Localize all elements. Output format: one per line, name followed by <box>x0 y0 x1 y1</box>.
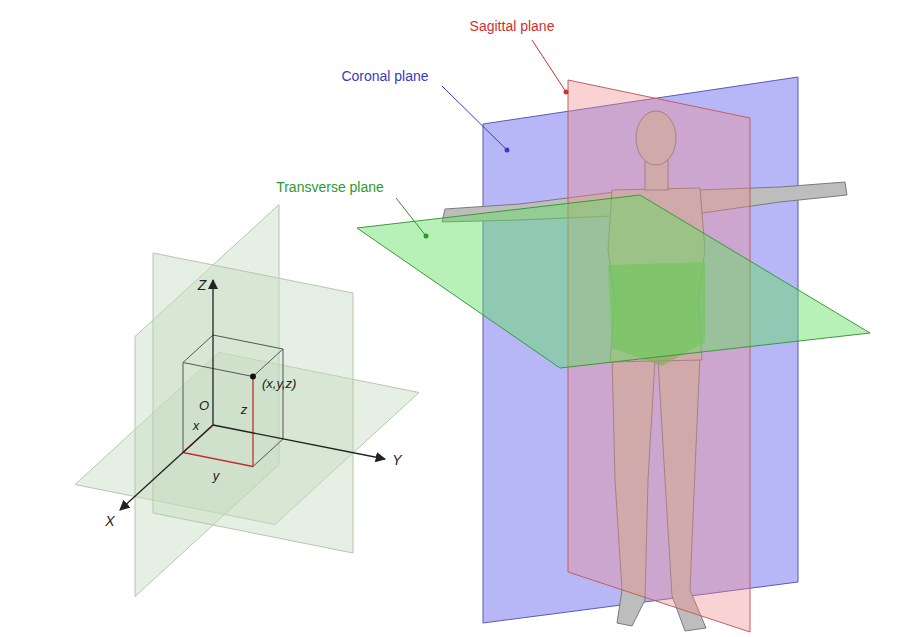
leader-line <box>532 40 566 92</box>
axes <box>120 280 385 510</box>
leader-line <box>396 198 426 236</box>
plane-label: Coronal plane <box>341 69 428 84</box>
z-segment <box>252 377 253 467</box>
axis-label-text: X <box>105 513 114 529</box>
box-edge <box>253 439 283 467</box>
leader-dot <box>424 234 429 239</box>
plane-label: Sagittal plane <box>470 19 555 34</box>
plane-label-text: Sagittal plane <box>470 18 555 34</box>
z-axis <box>212 280 213 425</box>
box-edge <box>283 349 284 439</box>
box-edge <box>183 335 213 363</box>
axis-label: Z <box>198 278 207 293</box>
axis-label-text: Y <box>392 452 401 468</box>
plane-label-text: Coronal plane <box>341 68 428 84</box>
coordinate-label-text: y <box>213 468 220 483</box>
axis-label: Y <box>392 453 401 468</box>
plane-label-text: Transverse plane <box>276 179 384 195</box>
point-dot <box>250 374 256 380</box>
transverse-plane <box>357 195 870 368</box>
x-axis <box>120 425 213 510</box>
axis-label-text: Z <box>198 277 207 293</box>
leader-dot <box>505 148 510 153</box>
coordinate-path <box>183 377 253 467</box>
axis-label: X <box>105 514 114 529</box>
box-edge <box>213 335 283 349</box>
point-label: (x,y,z) <box>262 377 296 391</box>
coordinate-box <box>183 335 283 467</box>
y-axis <box>213 425 385 459</box>
box-edge <box>183 363 253 377</box>
origin-label-text: O <box>199 398 209 413</box>
coordinate-label: x <box>193 419 200 433</box>
coordinate-label: y <box>213 469 220 483</box>
coordinate-planes <box>75 205 419 597</box>
yz-plane <box>153 253 353 553</box>
coordinate-label: z <box>241 403 248 417</box>
coordinate-label-text: x <box>193 418 200 433</box>
leader-dot <box>564 90 569 95</box>
y-segment <box>183 453 253 467</box>
point-label-text: (x,y,z) <box>262 376 296 391</box>
origin-label: O <box>199 399 209 413</box>
plane-label: Transverse plane <box>276 180 384 195</box>
coordinate-label-text: z <box>241 402 248 417</box>
box-edge <box>183 363 184 453</box>
box-edge <box>253 349 283 377</box>
leader-line <box>442 86 507 150</box>
